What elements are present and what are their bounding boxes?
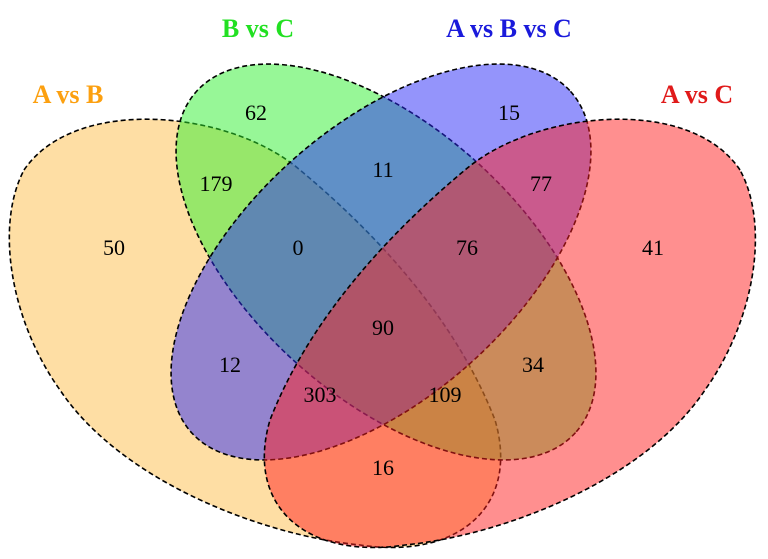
region-count: 179 <box>200 171 233 196</box>
set-ac-ellipse <box>263 118 757 549</box>
set-label-ab: A vs B <box>33 80 104 109</box>
set-label-ac: A vs C <box>661 80 733 109</box>
set-shapes <box>8 63 757 549</box>
region-count: 12 <box>219 352 241 377</box>
region-counts: 50 62 15 41 179 11 77 0 76 90 12 34 303 … <box>103 100 664 480</box>
region-count: 76 <box>456 235 478 260</box>
region-count: 34 <box>522 352 544 377</box>
region-count: 90 <box>372 315 394 340</box>
region-count: 0 <box>293 235 304 260</box>
region-count: 16 <box>372 455 394 480</box>
region-count: 41 <box>642 235 664 260</box>
region-count: 11 <box>372 157 393 182</box>
region-count: 303 <box>304 382 337 407</box>
region-count: 109 <box>429 382 462 407</box>
region-count: 62 <box>245 100 267 125</box>
set-labels: A vs B B vs C A vs B vs C A vs C <box>33 14 734 109</box>
region-count: 50 <box>103 235 125 260</box>
region-count: 77 <box>530 171 552 196</box>
set-label-abc: A vs B vs C <box>446 14 572 43</box>
region-count: 15 <box>498 100 520 125</box>
set-label-bc: B vs C <box>222 14 294 43</box>
